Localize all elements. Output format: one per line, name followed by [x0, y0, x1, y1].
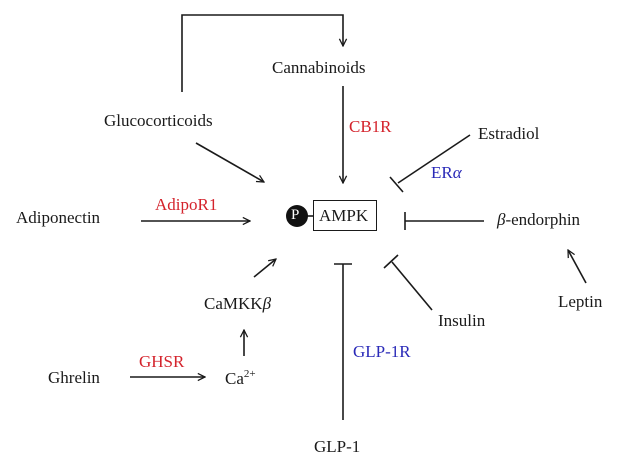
node-cannabinoids: Cannabinoids	[272, 58, 366, 77]
edge-estradiol-ampk	[397, 134, 471, 184]
edge-glucocorticoids-cannabinoids	[181, 14, 343, 92]
camkk-text: CaMKK	[204, 294, 263, 313]
ampk-label: AMPK	[319, 206, 369, 225]
ampk-node-box	[313, 200, 377, 231]
alpha-symbol: α	[452, 163, 462, 182]
er-text: ER	[431, 163, 453, 182]
receptor-cb1r: CB1R	[349, 117, 392, 136]
calcium-charge: 2+	[243, 368, 256, 380]
calcium-text: Ca	[225, 369, 244, 388]
node-beta-endorphin: β-endorphin	[497, 211, 580, 228]
endorphin-text: -endorphin	[505, 210, 581, 229]
node-ghrelin: Ghrelin	[48, 368, 100, 387]
edge-leptin-endorphin	[567, 250, 587, 284]
phospho-label: P	[291, 207, 300, 223]
node-glp1: GLP-1	[314, 437, 361, 456]
node-estradiol: Estradiol	[478, 124, 540, 143]
node-camkk-beta: CaMKKβ	[204, 295, 271, 312]
phosphorylation-icon	[286, 205, 308, 227]
edge-glucocorticoids-ampk	[195, 142, 264, 182]
receptor-er-alpha: ERα	[431, 164, 462, 181]
edge-insulin-ampk	[391, 261, 433, 311]
node-leptin: Leptin	[558, 292, 603, 311]
node-calcium: Ca2+	[225, 368, 256, 388]
node-adiponectin: Adiponectin	[16, 208, 101, 227]
beta-symbol: β	[262, 294, 272, 313]
receptor-adipor1: AdipoR1	[155, 195, 218, 214]
inhibit-bar-estradiol	[389, 176, 404, 193]
inhibit-bar-insulin	[383, 254, 399, 269]
receptor-glp1r: GLP-1R	[353, 342, 411, 361]
beta-symbol: β	[497, 210, 506, 229]
edge-camkk-ampk	[253, 259, 276, 278]
receptor-ghsr: GHSR	[139, 352, 185, 371]
node-insulin: Insulin	[438, 311, 486, 330]
node-glucocorticoids: Glucocorticoids	[104, 111, 213, 130]
